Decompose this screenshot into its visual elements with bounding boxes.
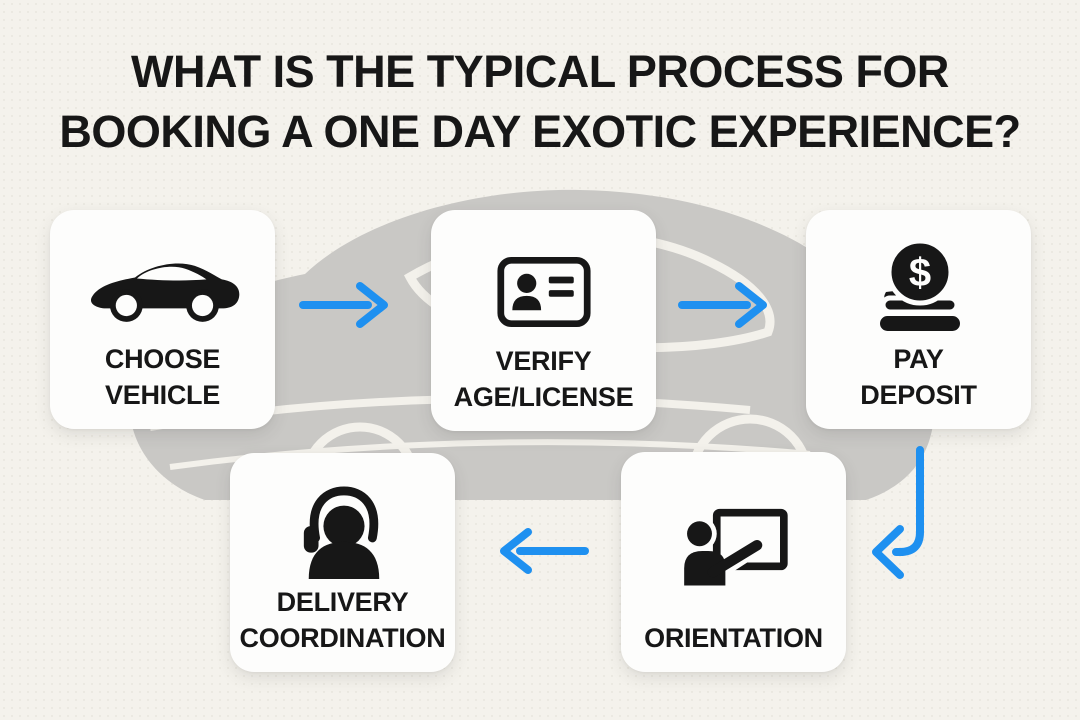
page-title-line1: WHAT IS THE TYPICAL PROCESS FOR — [131, 46, 949, 97]
step-label: DELIVERY COORDINATION — [240, 584, 446, 656]
step-label-line2: DEPOSIT — [860, 380, 977, 410]
page-title: WHAT IS THE TYPICAL PROCESS FOR BOOKING … — [0, 42, 1080, 162]
step-label-line1: VERIFY — [495, 346, 592, 376]
step-icon-area: $ — [814, 240, 1023, 341]
step-label-line1: ORIENTATION — [644, 623, 823, 653]
step-card-choose-vehicle: CHOOSE VEHICLE — [50, 210, 275, 429]
step-label-line2: VEHICLE — [105, 380, 220, 410]
step-icon-area — [238, 483, 447, 584]
step-label: ORIENTATION — [644, 620, 823, 656]
headset-icon — [303, 486, 379, 579]
arrow-left-icon — [500, 528, 589, 574]
svg-text:$: $ — [908, 251, 930, 295]
car-icon — [90, 262, 239, 322]
step-label-line2: AGE/LICENSE — [453, 382, 634, 412]
step-icon-area — [439, 240, 648, 343]
presentation-icon — [681, 508, 788, 586]
step-card-verify-age-license: VERIFY AGE/LICENSE — [431, 210, 656, 431]
step-card-delivery-coordination: DELIVERY COORDINATION — [230, 453, 455, 672]
step-label-line1: CHOOSE — [104, 344, 221, 374]
page-title-line2: BOOKING A ONE DAY EXOTIC EXPERIENCE? — [59, 106, 1021, 157]
step-card-orientation: ORIENTATION — [621, 452, 846, 672]
step-label: PAY DEPOSIT — [860, 341, 977, 413]
id-card-icon — [496, 256, 591, 327]
step-icon-area — [629, 482, 838, 620]
step-label-line2: COORDINATION — [239, 623, 446, 653]
step-label: VERIFY AGE/LICENSE — [454, 343, 634, 415]
step-icon-area — [58, 240, 267, 341]
coins-icon: $ — [879, 241, 960, 331]
step-card-pay-deposit: $ PAY DEPOSIT — [806, 210, 1031, 429]
step-label: CHOOSE VEHICLE — [104, 341, 221, 413]
step-label-line1: DELIVERY — [276, 587, 409, 617]
step-label-line1: PAY — [893, 344, 944, 374]
